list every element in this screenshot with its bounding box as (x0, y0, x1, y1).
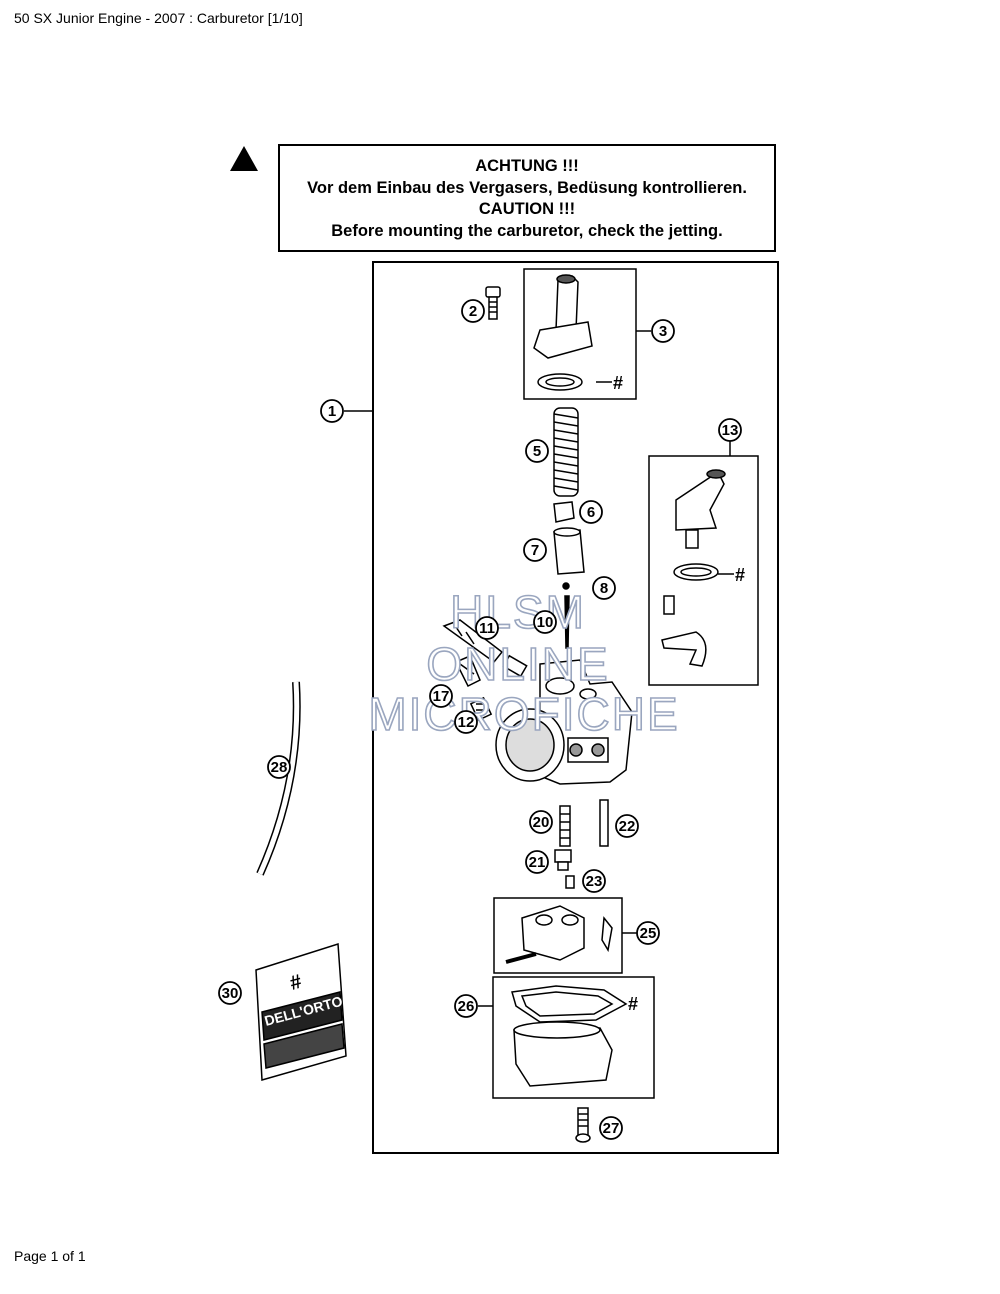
callout-bubble-1 (320, 399, 344, 423)
float-25-drawing (505, 905, 613, 964)
callout-bubble-27 (599, 1116, 623, 1140)
needle-clip-8-drawing (562, 582, 570, 590)
callout-bubble-26 (454, 994, 478, 1018)
callout-label-8: 8 (600, 580, 608, 597)
needle-10-drawing (564, 595, 570, 649)
callout-bubble-8 (592, 576, 616, 600)
callout-bubble-7 (523, 538, 547, 562)
page-footer: Page 1 of 1 (14, 1248, 86, 1264)
watermark-line-2: ONLINE (426, 638, 609, 690)
caution-line-3: CAUTION !!! (478, 200, 576, 218)
callout-label-28: 28 (271, 759, 288, 776)
callout-bubble-3 (651, 319, 675, 343)
callout-bubble-11 (475, 616, 499, 640)
mixture-screw-17-drawing (454, 655, 481, 688)
part-box-13 (648, 455, 759, 686)
callout-bubble-20 (529, 810, 553, 834)
callout-label-3: 3 (659, 323, 667, 340)
callout-bubble-23 (582, 869, 606, 893)
hash-marker-13: # (735, 565, 745, 585)
callout-bubble-2 (461, 299, 485, 323)
callout-label-23: 23 (586, 873, 603, 890)
caution-line-1: ACHTUNG !!! (475, 157, 579, 175)
hash-marker-26: # (628, 994, 638, 1014)
callout-bubble-6 (579, 500, 603, 524)
idle-spring-drawing (502, 654, 528, 678)
callout-bubble-12 (454, 710, 478, 734)
screw-27-drawing (575, 1107, 591, 1143)
watermark-line-3: MICROFICHE (368, 688, 679, 740)
caution-box: ACHTUNG !!! Vor dem Einbau des Vergasers… (278, 144, 776, 252)
callout-label-17: 17 (433, 688, 450, 705)
callout-label-5: 5 (533, 443, 541, 460)
callout-bubble-21 (525, 850, 549, 874)
callout-label-12: 12 (458, 714, 475, 731)
clip-6-drawing (553, 501, 575, 523)
page-title: 50 SX Junior Engine - 2007 : Carburetor … (14, 10, 303, 26)
slide-7-drawing (553, 527, 585, 575)
callout-bubble-13 (718, 418, 742, 442)
callout-label-2: 2 (469, 303, 477, 320)
jet-holder-20-drawing (559, 805, 571, 847)
callout-bubble-22 (615, 814, 639, 838)
hash-marker-3: # (613, 373, 623, 393)
main-jet-21-drawing (554, 849, 572, 871)
float-bowl-26-drawing (511, 985, 628, 1087)
spring-12-drawing (469, 696, 493, 722)
pin-22-drawing (599, 799, 609, 847)
callout-label-10: 10 (537, 614, 554, 631)
carburetor-body-drawing (495, 659, 633, 785)
part-box-3 (523, 268, 637, 400)
callout-label-13: 13 (722, 422, 739, 439)
callout-bubble-25 (636, 921, 660, 945)
carb-top-3-drawing (533, 274, 593, 391)
callout-label-20: 20 (533, 814, 550, 831)
callout-label-21: 21 (529, 854, 546, 871)
callout-label-1: 1 (328, 403, 336, 420)
part-box-25 (493, 897, 623, 974)
callout-bubble-10 (533, 610, 557, 634)
warning-triangle-icon (230, 146, 258, 171)
callout-label-27: 27 (603, 1120, 620, 1137)
caution-line-2: Vor dem Einbau des Vergasers, Bedüsung k… (307, 178, 747, 197)
jet-kit-bag-30-drawing (255, 942, 347, 1081)
part-box-26 (492, 976, 655, 1099)
choke-13-drawing (661, 469, 726, 667)
jet-23-drawing (565, 875, 575, 889)
callout-bubble-17 (429, 684, 453, 708)
watermark: HLSM ONLINE MICROFICHE (368, 585, 679, 741)
idle-screw-11-drawing (442, 619, 504, 664)
callout-label-11: 11 (479, 620, 495, 637)
caution-line-4: Before mounting the carburetor, check th… (331, 221, 723, 240)
callout-label-22: 22 (619, 818, 636, 835)
bag-hash-mark: # (288, 971, 304, 995)
assembly-frame (372, 261, 779, 1154)
callout-label-25: 25 (640, 925, 657, 942)
bolt-2-drawing (485, 286, 501, 320)
watermark-line-1: HLSM (450, 586, 586, 638)
spring-5-drawing (553, 407, 579, 497)
callout-bubble-30 (218, 981, 242, 1005)
callout-label-30: 30 (222, 985, 239, 1002)
callout-label-6: 6 (587, 504, 595, 521)
callout-label-7: 7 (531, 542, 539, 559)
callout-bubble-28 (267, 755, 291, 779)
callout-bubble-5 (525, 439, 549, 463)
callout-label-26: 26 (458, 998, 475, 1015)
